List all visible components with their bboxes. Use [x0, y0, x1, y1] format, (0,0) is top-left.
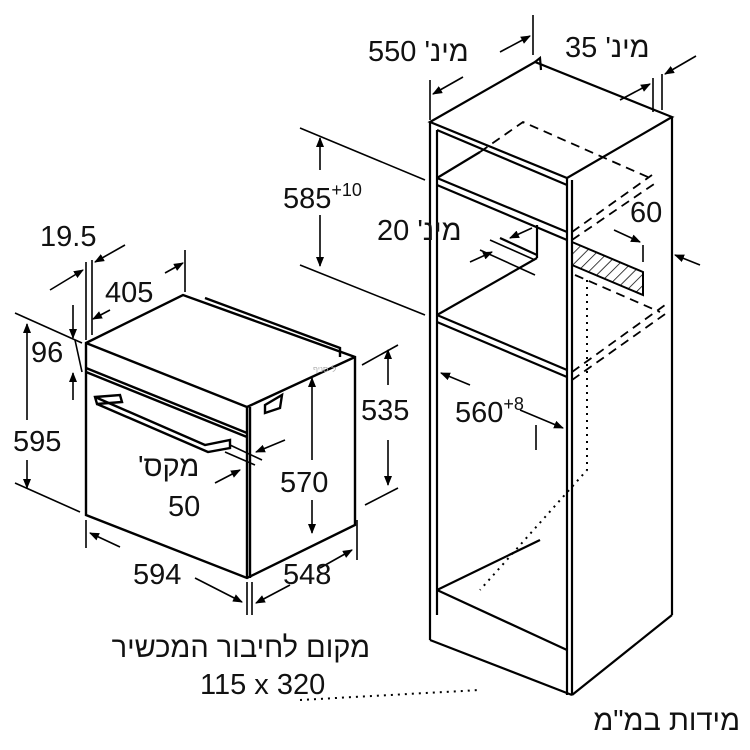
niche-width-value: 560 — [455, 397, 504, 429]
label-min-shelf: מינ' 20 — [377, 215, 462, 247]
label-min-rear-gap: מינ' 35 — [565, 32, 650, 64]
label-max: מקס' — [138, 451, 200, 483]
niche-height-value: 585 — [283, 183, 332, 215]
niche-width-tolerance: +8 — [503, 394, 524, 414]
label-min-depth: מינ' 550 — [368, 36, 469, 68]
dimension-lines — [14, 15, 701, 615]
label-body-height: 570 — [280, 467, 329, 499]
connection-note-size: 115 x 320 — [200, 669, 326, 701]
connection-dotted-line — [479, 280, 588, 591]
label-width: 594 — [133, 559, 182, 591]
label-front-offset: 19.5 — [40, 221, 97, 253]
label-panel: 96 — [31, 337, 64, 369]
label-niche-width: 560+8 — [455, 389, 524, 428]
cabinet-outline — [427, 55, 675, 697]
watermark: ל' סניף — [313, 365, 337, 374]
label-vent: 60 — [630, 197, 663, 229]
label-side-height: 535 — [361, 395, 410, 427]
label-height: 595 — [13, 426, 62, 458]
label-max-value: 50 — [168, 491, 201, 523]
label-depth: 548 — [283, 559, 332, 591]
vent-hatch — [571, 240, 644, 297]
label-niche-height: 585+10 — [283, 175, 362, 214]
units-note: מידות במ"מ — [593, 705, 740, 737]
cabinet-hidden-lines — [479, 120, 669, 381]
oven-outline — [84, 293, 357, 580]
label-depth-top: 405 — [105, 277, 154, 309]
connection-note-title: מקום לחיבור המכשיר — [111, 632, 370, 664]
niche-height-tolerance: +10 — [331, 180, 362, 200]
